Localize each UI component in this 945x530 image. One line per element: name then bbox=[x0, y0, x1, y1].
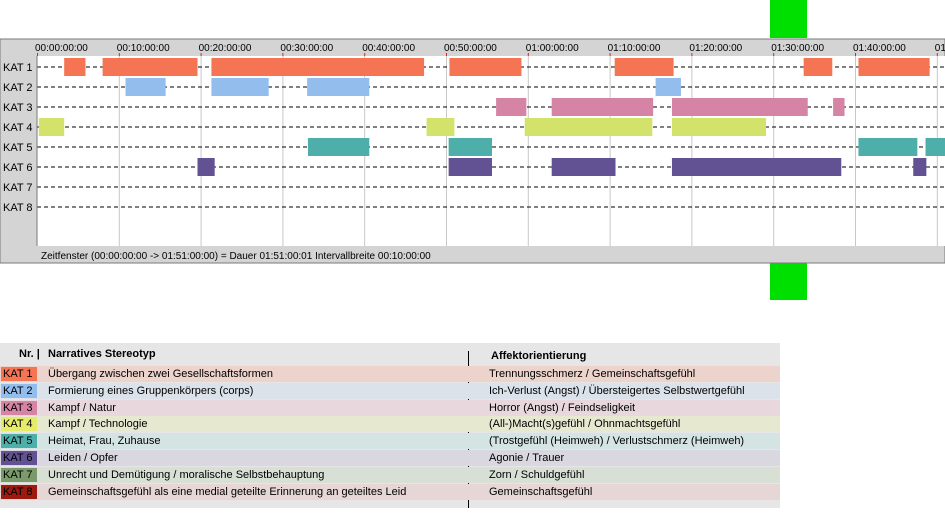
category-label: KAT 5 bbox=[3, 142, 33, 154]
stereotyp-text: Kampf / Natur bbox=[48, 401, 116, 414]
marker-top bbox=[770, 0, 807, 38]
time-tick-label: 00:40:00:00 bbox=[362, 43, 415, 54]
bar-kat-5 bbox=[858, 138, 918, 156]
bar-kat-3 bbox=[551, 98, 654, 116]
bar-kat-1 bbox=[449, 58, 522, 76]
bar-kat-3 bbox=[496, 98, 527, 116]
bar-kat-1 bbox=[211, 58, 425, 76]
stereotyp-text: Formierung eines Gruppenkörpers (corps) bbox=[48, 384, 254, 397]
category-badge: KAT 8 bbox=[1, 484, 37, 499]
bar-kat-6 bbox=[551, 158, 616, 176]
legend-row: KAT 8 Gemeinschaftsgefühl als eine medial… bbox=[0, 483, 780, 500]
time-tick-label: 00:50:00:00 bbox=[444, 43, 497, 54]
time-tick-label: 00:30:00:00 bbox=[280, 43, 333, 54]
category-label: KAT 7 bbox=[3, 182, 33, 194]
affekt-text: Ich-Verlust (Angst) / Übersteigertes Sel… bbox=[489, 384, 745, 397]
affekt-text: Horror (Angst) / Feindseligkeit bbox=[489, 401, 636, 414]
category-label: KAT 1 bbox=[3, 62, 33, 74]
stereotyp-text: Gemeinschaftsgefühl als eine medial gete… bbox=[48, 485, 407, 498]
category-badge: KAT 5 bbox=[1, 434, 37, 449]
stereotyp-text: Übergang zwischen zwei Gesellschaftsform… bbox=[48, 368, 273, 380]
affekt-text: (All-)Macht(s)gefühl / Ohnmachtsgefühl bbox=[489, 418, 681, 431]
legend-row: KAT 1 Übergang zwischen zwei Gesellschaft… bbox=[0, 366, 780, 382]
stereotyp-text: Unrecht und Demütigung / moralische Selb… bbox=[48, 468, 325, 481]
category-badge: KAT 2 bbox=[1, 383, 37, 398]
category-label: KAT 8 bbox=[3, 202, 33, 214]
category-label: KAT 2 bbox=[3, 82, 33, 94]
category-badge: KAT 4 bbox=[1, 417, 37, 432]
bar-kat-1 bbox=[64, 58, 86, 76]
category-badge: KAT 1 bbox=[1, 367, 37, 381]
bar-kat-2 bbox=[655, 78, 681, 96]
legend-row: KAT 5 Heimat, Frau, Zuhause (Trostgefühl (… bbox=[0, 433, 780, 450]
legend-row: KAT 2 Formierung eines Gruppenkörpers (co… bbox=[0, 382, 780, 399]
legend-header-nr: Nr. | bbox=[19, 348, 40, 360]
time-tick-label: 00:20:00:00 bbox=[199, 43, 252, 54]
bar-kat-1 bbox=[858, 58, 930, 76]
bar-kat-5 bbox=[448, 138, 492, 156]
bar-kat-4 bbox=[38, 118, 65, 136]
bar-kat-3 bbox=[671, 98, 808, 116]
legend-row: KAT 7 Unrecht und Demütigung / moralische… bbox=[0, 466, 780, 483]
bar-kat-2 bbox=[125, 78, 166, 96]
legend-table: Nr. | Narratives Stereotyp Affektorienti… bbox=[0, 343, 780, 508]
bar-kat-4 bbox=[426, 118, 455, 136]
category-label: KAT 6 bbox=[3, 162, 33, 174]
legend-header-stereotyp: Narratives Stereotyp bbox=[48, 348, 156, 360]
time-tick-label: 01:50:00:00 bbox=[935, 43, 945, 54]
time-tick-label: 01:20:00:00 bbox=[689, 43, 742, 54]
affekt-text: Zorn / Schuldgefühl bbox=[489, 468, 585, 481]
legend-row: KAT 3 Kampf / Natur Horror (Angst) / Feind… bbox=[0, 399, 780, 416]
bar-kat-3 bbox=[833, 98, 845, 116]
bar-kat-1 bbox=[614, 58, 674, 76]
bar-kat-2 bbox=[211, 78, 269, 96]
time-tick-label: 01:10:00:00 bbox=[608, 43, 661, 54]
time-tick-label: 01:30:00:00 bbox=[771, 43, 824, 54]
marker-bottom bbox=[770, 263, 807, 300]
stereotyp-text: Leiden / Opfer bbox=[48, 452, 118, 464]
bar-kat-6 bbox=[197, 158, 215, 176]
category-badge: KAT 7 bbox=[1, 467, 37, 482]
bar-kat-1 bbox=[803, 58, 833, 76]
bar-kat-6 bbox=[671, 158, 842, 176]
legend-row: KAT 4 Kampf / Technologie (All-)Macht(s)ge… bbox=[0, 416, 780, 433]
legend-header-affekt: Affektorientierung bbox=[491, 350, 587, 362]
stereotyp-text: Kampf / Technologie bbox=[48, 418, 148, 431]
bar-kat-5 bbox=[925, 138, 945, 156]
timeline-footer: Zeitfenster (00:00:00:00 -> 01:51:00:00)… bbox=[41, 251, 431, 262]
category-label: KAT 4 bbox=[3, 122, 33, 134]
time-tick-label: 01:00:00:00 bbox=[526, 43, 579, 54]
bar-kat-2 bbox=[307, 78, 370, 96]
category-label: KAT 3 bbox=[3, 102, 33, 114]
stereotyp-text: Heimat, Frau, Zuhause bbox=[48, 435, 161, 448]
bar-kat-4 bbox=[671, 118, 767, 136]
bar-kat-1 bbox=[102, 58, 198, 76]
time-tick-label: 00:10:00:00 bbox=[117, 43, 170, 54]
bar-kat-6 bbox=[913, 158, 927, 176]
affekt-text: Agonie / Trauer bbox=[489, 452, 565, 464]
bar-kat-4 bbox=[524, 118, 653, 136]
category-badge: KAT 6 bbox=[1, 451, 37, 465]
affekt-text: (Trostgefühl (Heimweh) / Verlustschmerz … bbox=[489, 435, 745, 448]
affekt-text: Trennungsschmerz / Gemeinschaftsgefühl bbox=[489, 368, 696, 380]
bar-kat-5 bbox=[307, 138, 370, 156]
legend-row: KAT 6 Leiden / Opfer Agonie / Trauer bbox=[0, 450, 780, 466]
category-badge: KAT 3 bbox=[1, 400, 37, 415]
affekt-text: Gemeinschaftsgefühl bbox=[489, 485, 593, 498]
time-tick-label: 01:40:00:00 bbox=[853, 43, 906, 54]
bar-kat-6 bbox=[448, 158, 492, 176]
time-tick-label: 00:00:00:00 bbox=[35, 43, 88, 54]
